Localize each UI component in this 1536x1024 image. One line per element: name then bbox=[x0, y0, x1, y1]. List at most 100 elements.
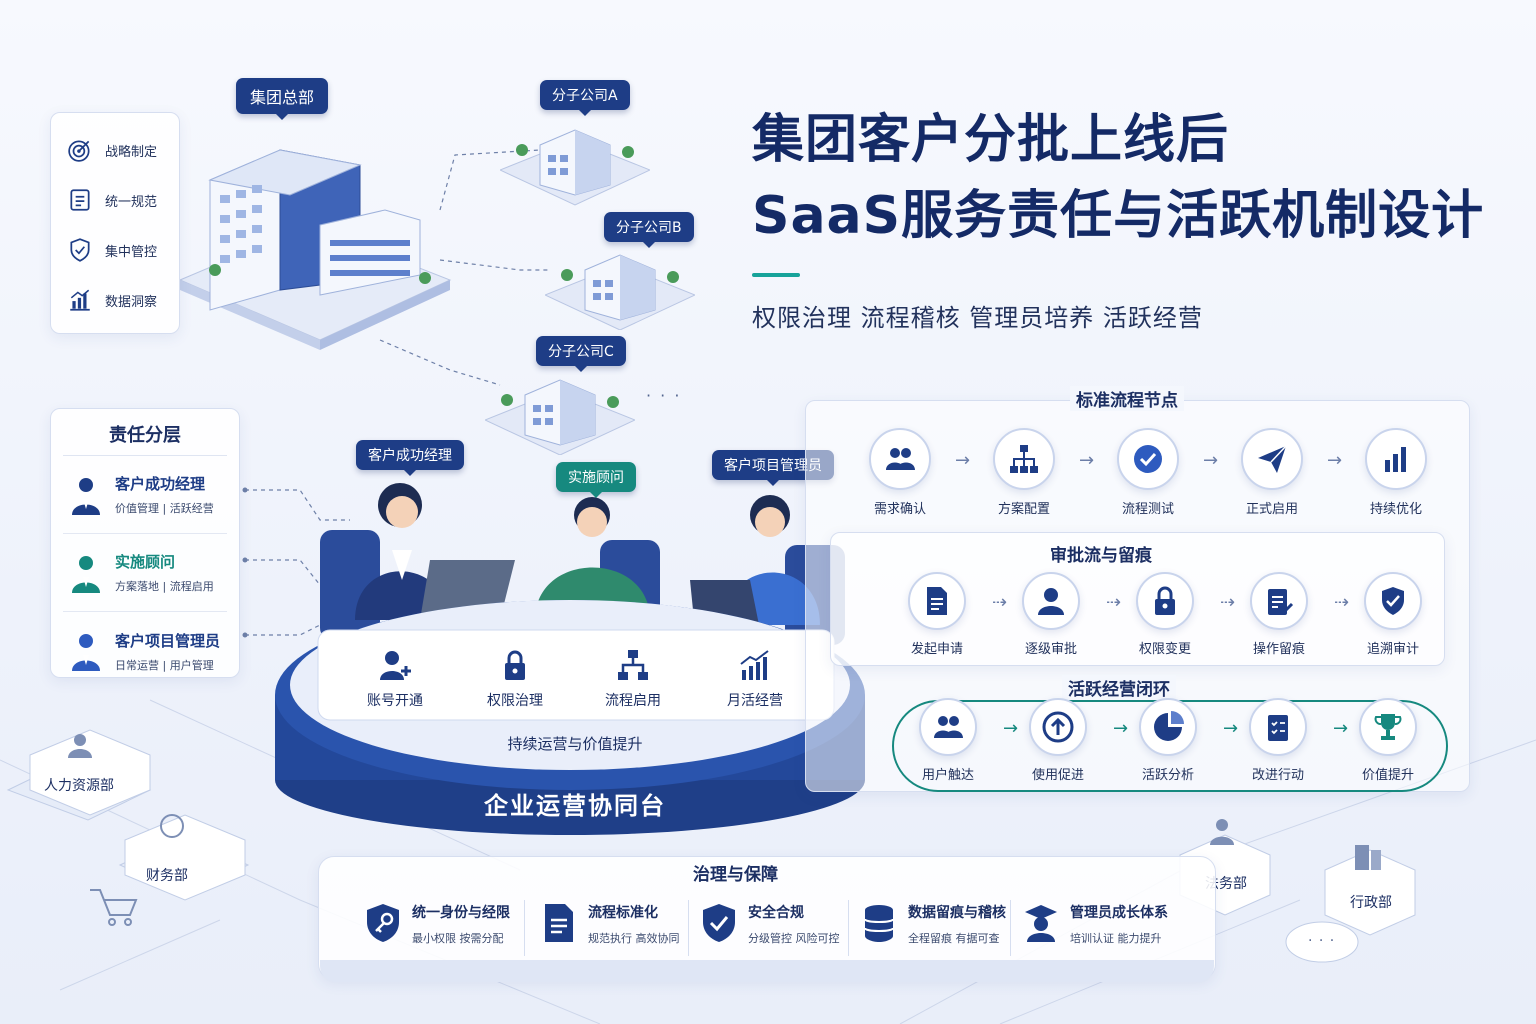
up-arrow-icon bbox=[1042, 711, 1074, 743]
active-loop-title: 活跃经营闭环 bbox=[1062, 675, 1176, 700]
main-subtitle: 权限治理 流程稽核 管理员培养 活跃经营 bbox=[752, 304, 1203, 332]
step-value: 价值提升 bbox=[1333, 698, 1443, 783]
user-approval-icon bbox=[1038, 588, 1064, 615]
role-row-admin: 客户项目管理员日常运营 | 用户管理 bbox=[63, 612, 227, 690]
active-loop-flow: 用户触达 → 使用促进 → 活跃分析 → 改进行动 → 价值提升 bbox=[893, 698, 1443, 783]
module-label: 流程启用 bbox=[605, 693, 661, 709]
team-tag-csm: 客户成功经理 bbox=[356, 440, 464, 476]
divider bbox=[848, 900, 849, 956]
role-row-consultant: 实施顾问方案落地 | 流程启用 bbox=[63, 534, 227, 612]
more-departments: · · · bbox=[1308, 933, 1336, 949]
step-promote: 使用促进 bbox=[1003, 698, 1113, 783]
growth-chart-icon bbox=[740, 650, 769, 680]
add-user-icon bbox=[380, 651, 411, 680]
team-icon bbox=[886, 448, 915, 470]
step-apply: 发起申请 bbox=[882, 572, 992, 657]
gov-item-name: 管理员成长体系 bbox=[1070, 905, 1168, 921]
trophy-icon bbox=[1374, 714, 1402, 740]
function-strategy: 战略制定 bbox=[51, 125, 179, 175]
hq-building-illustration bbox=[178, 149, 452, 350]
shield-key-icon bbox=[367, 904, 399, 942]
check-circle-icon bbox=[1134, 445, 1162, 473]
step-label: 需求确认 bbox=[873, 502, 926, 517]
module-label: 账号开通 bbox=[367, 693, 423, 709]
responsibility-title: 责任分层 bbox=[63, 409, 227, 456]
step-label: 活跃分析 bbox=[1141, 768, 1194, 783]
checklist-icon bbox=[1268, 715, 1288, 741]
shield-check-icon bbox=[703, 904, 735, 942]
divider bbox=[688, 900, 689, 956]
step-reach: 用户触达 bbox=[893, 698, 1003, 783]
function-label: 统一规范 bbox=[105, 194, 158, 210]
step-optimize: 持续优化 bbox=[1341, 428, 1451, 517]
gov-item-name: 流程标准化 bbox=[588, 905, 658, 921]
main-title-line1: 集团客户分批上线后 bbox=[752, 110, 1230, 170]
gov-item-name: 数据留痕与稽核 bbox=[908, 905, 1006, 921]
role-desc: 方案落地 | 流程启用 bbox=[115, 580, 214, 593]
role-name: 客户成功经理 bbox=[115, 475, 206, 493]
responsibility-panel: 责任分层 客户成功经理价值管理 | 活跃经营 实施顾问方案落地 | 流程启用 客… bbox=[50, 408, 240, 678]
bar-chart-icon bbox=[1385, 447, 1406, 472]
arrow-icon: → bbox=[1203, 450, 1219, 471]
platform-ring-text: 持续运营与价值提升 bbox=[507, 735, 643, 753]
title-accent-bar bbox=[752, 273, 800, 277]
gov-item-name: 统一身份与经限 bbox=[412, 905, 510, 921]
step-label: 操作留痕 bbox=[1252, 642, 1305, 657]
more-branches: · · · bbox=[646, 386, 682, 405]
step-label: 正式启用 bbox=[1245, 502, 1298, 517]
gov-data-audit: 数据留痕与稽核全程留痕 有据可查 bbox=[860, 902, 1006, 946]
dept-hr: 人力资源部 bbox=[44, 778, 114, 794]
gov-item-name: 安全合规 bbox=[748, 905, 804, 921]
branch-c-tag: 分子公司C bbox=[536, 336, 626, 372]
module-workflow: 流程启用 bbox=[578, 648, 688, 710]
module-mau: 月活经营 bbox=[700, 648, 810, 710]
gov-item-desc: 分级管控 风险可控 bbox=[748, 932, 840, 945]
hierarchy-icon bbox=[1010, 445, 1038, 473]
module-permission: 权限治理 bbox=[460, 648, 570, 710]
step-permission-change: 权限变更 bbox=[1110, 572, 1220, 657]
step-test: 流程测试 bbox=[1093, 428, 1203, 517]
divider bbox=[524, 900, 525, 956]
paper-plane-icon bbox=[1258, 445, 1287, 473]
branch-a-illustration bbox=[500, 129, 650, 206]
step-label: 用户触达 bbox=[921, 768, 974, 783]
database-icon bbox=[864, 905, 894, 942]
flowchart-icon bbox=[618, 650, 648, 680]
step-improve: 改进行动 bbox=[1223, 698, 1333, 783]
target-icon bbox=[68, 140, 90, 162]
module-label: 权限治理 bbox=[487, 693, 543, 709]
step-launch: 正式启用 bbox=[1217, 428, 1327, 517]
department-cubes bbox=[6, 729, 1416, 963]
step-audit: 追溯审计 bbox=[1338, 572, 1448, 657]
standard-process-flow: 需求确认 → 方案配置 → 流程测试 → 正式启用 → 持续优化 bbox=[845, 428, 1451, 517]
step-label: 使用促进 bbox=[1031, 768, 1084, 783]
gov-item-desc: 规范执行 高效协同 bbox=[588, 932, 680, 945]
gov-item-desc: 最小权限 按需分配 bbox=[412, 932, 504, 945]
step-label: 改进行动 bbox=[1251, 768, 1304, 783]
branch-b-illustration bbox=[545, 254, 695, 330]
gov-item-desc: 全程留痕 有据可查 bbox=[908, 932, 1000, 945]
team-tag-consultant: 实施顾问 bbox=[556, 462, 636, 498]
step-config: 方案配置 bbox=[969, 428, 1079, 517]
branch-a-tag: 分子公司A bbox=[540, 80, 630, 116]
dept-admin: 行政部 bbox=[1350, 895, 1392, 911]
module-account: 账号开通 bbox=[340, 648, 450, 710]
step-label: 方案配置 bbox=[997, 502, 1050, 517]
role-row-csm: 客户成功经理价值管理 | 活跃经营 bbox=[63, 456, 227, 534]
standard-process-title: 标准流程节点 bbox=[1070, 386, 1184, 411]
function-label: 集中管控 bbox=[105, 244, 158, 260]
role-desc: 价值管理 | 活跃经营 bbox=[115, 502, 214, 515]
step-label: 价值提升 bbox=[1361, 768, 1414, 783]
step-label: 权限变更 bbox=[1138, 642, 1191, 657]
approval-process-flow: 发起申请 ⇢ 逐级审批 ⇢ 权限变更 ⇢ 操作留痕 ⇢ 追溯审计 bbox=[882, 572, 1448, 657]
platform-illustration bbox=[275, 483, 865, 835]
shield-check-icon bbox=[70, 238, 90, 262]
step-label: 发起申请 bbox=[910, 642, 963, 657]
team-icon bbox=[934, 716, 963, 738]
step-trace: 操作留痕 bbox=[1224, 572, 1334, 657]
gov-item-desc: 培训认证 能力提升 bbox=[1070, 932, 1162, 945]
main-title-line2: SaaS服务责任与活跃机制设计 bbox=[752, 186, 1485, 246]
document-icon bbox=[545, 904, 573, 942]
gov-compliance: 安全合规分级管控 风险可控 bbox=[700, 902, 840, 946]
document-icon bbox=[70, 189, 90, 211]
